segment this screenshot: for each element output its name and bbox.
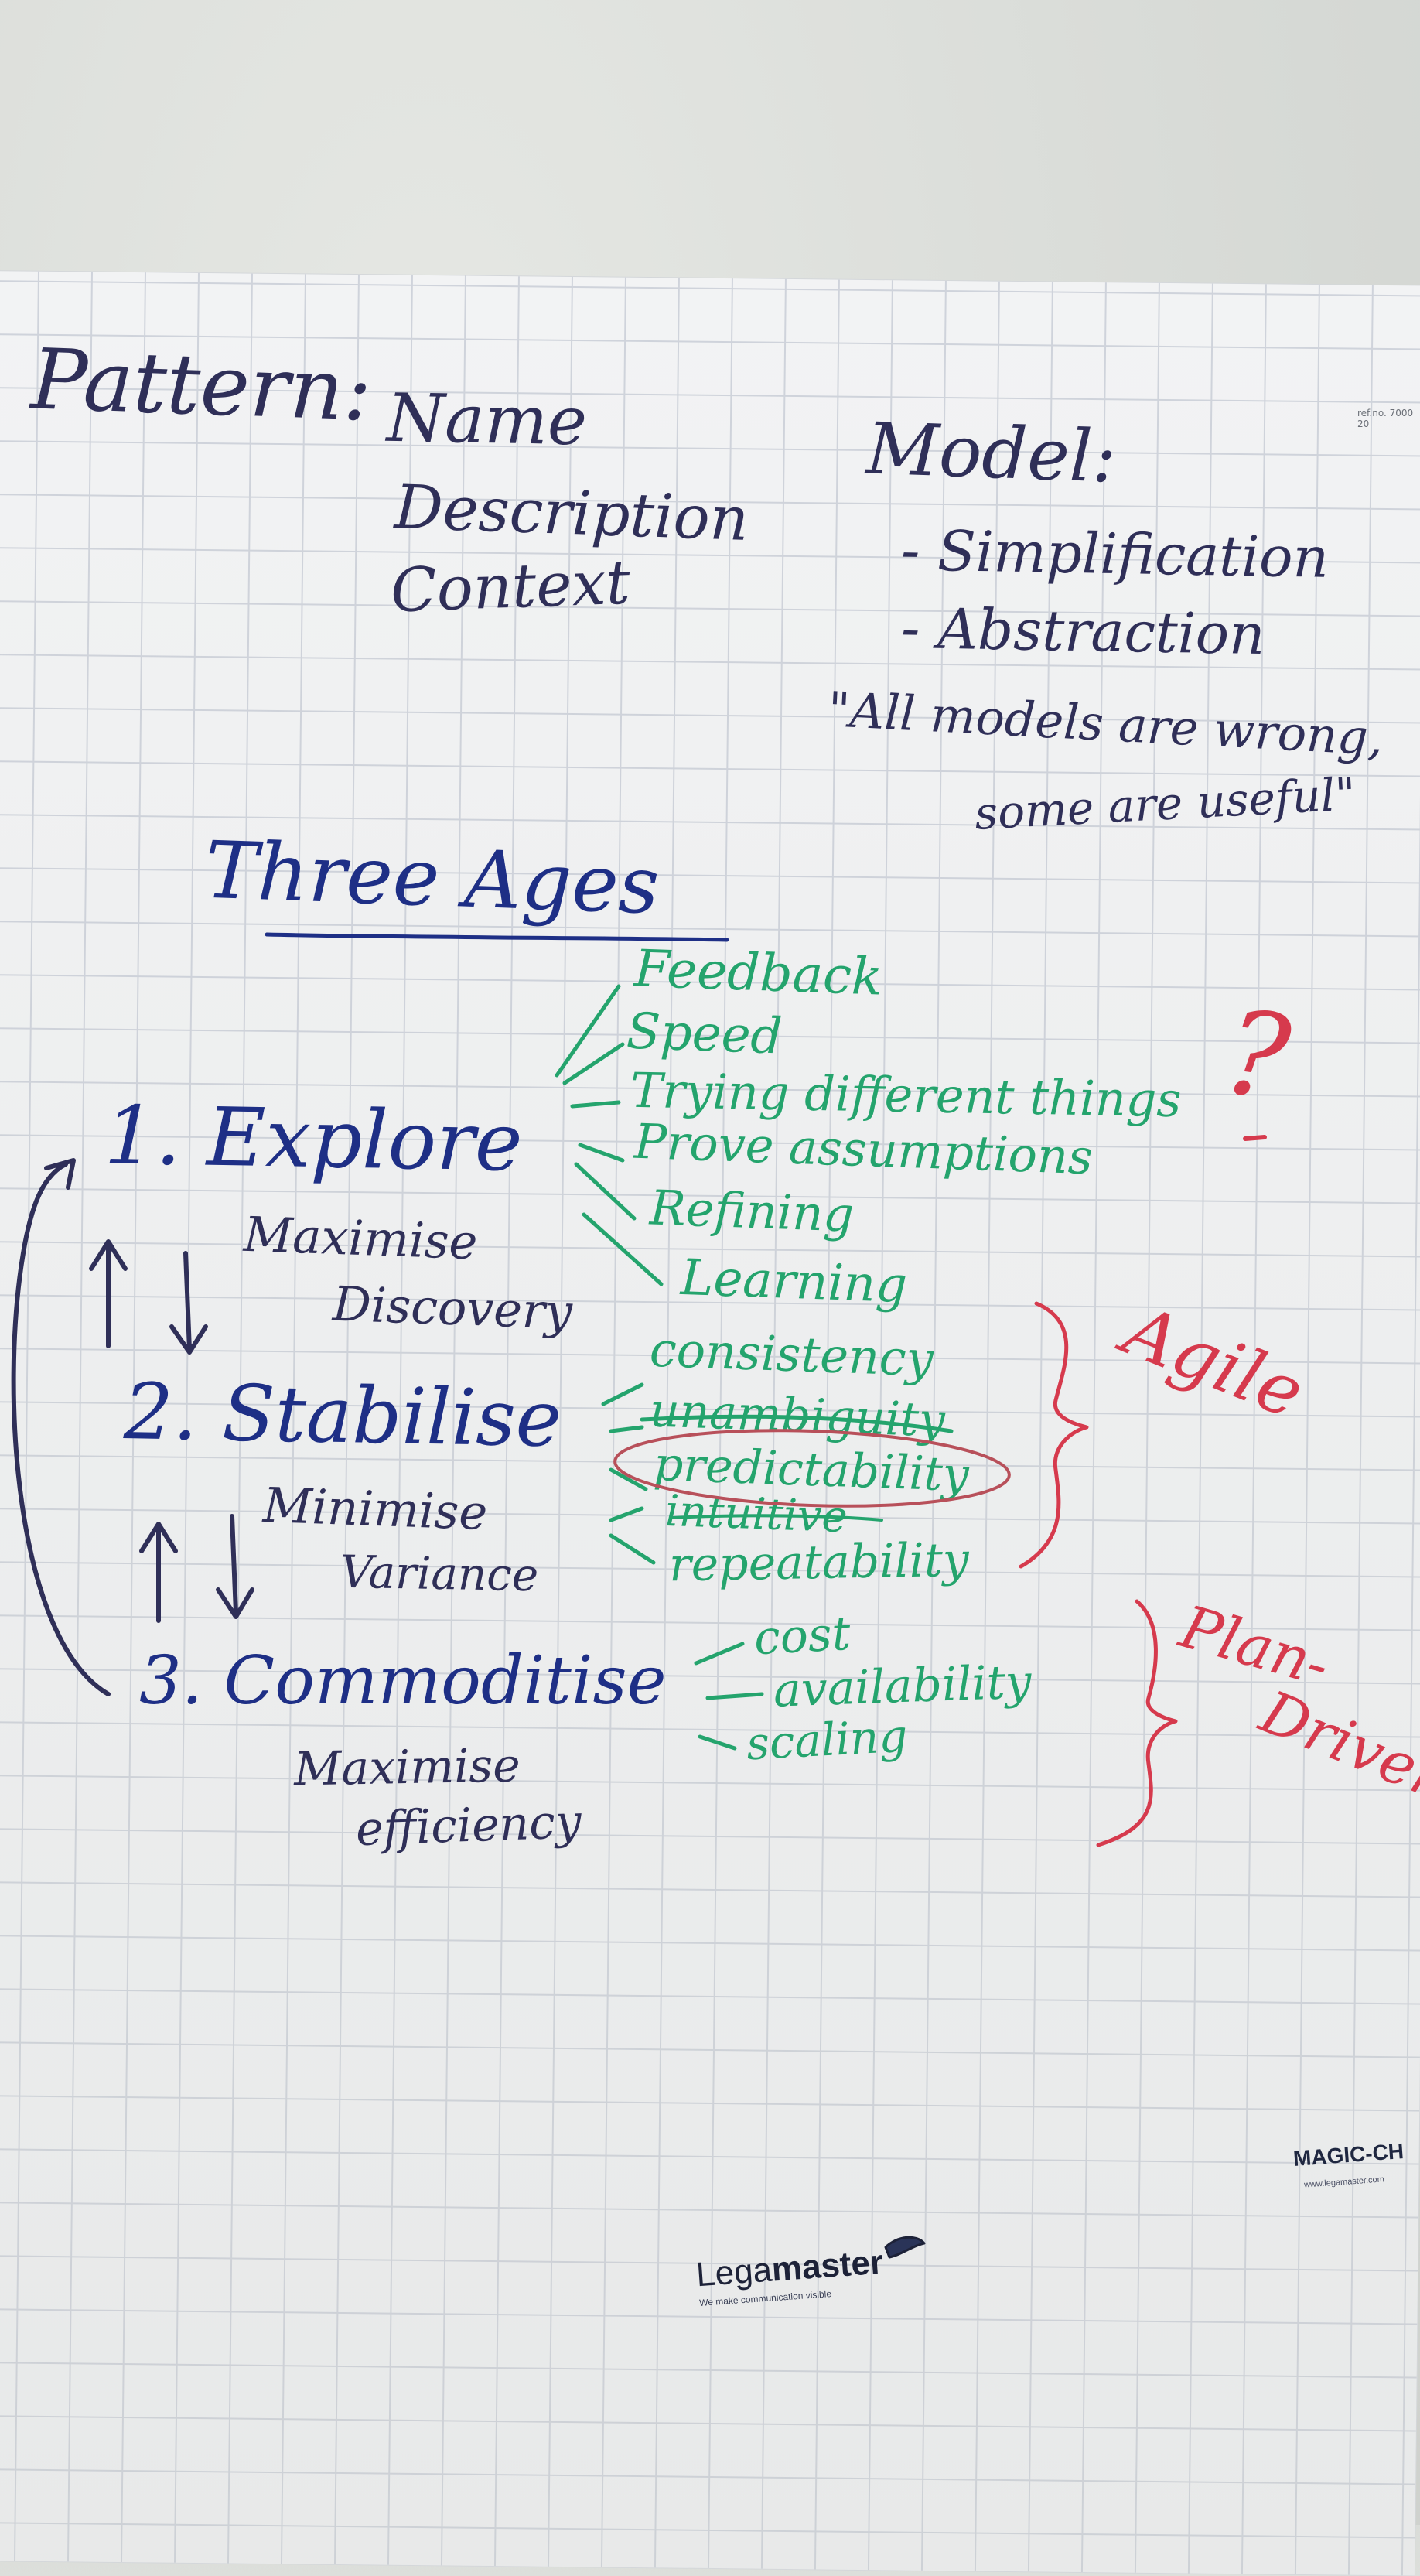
arrow-up-2: [139, 1522, 178, 1623]
stabilise-connector-2: [609, 1425, 644, 1433]
explore-connector-3: [570, 1100, 621, 1109]
legamaster-wordmark: Legamaster: [695, 2243, 885, 2295]
stabilise-connector-4: [609, 1506, 644, 1522]
arrow-down-2: [216, 1514, 254, 1619]
explore-connector-5: [574, 1162, 637, 1221]
question-dash: [1243, 1135, 1267, 1141]
logo-word-regular: Lega: [695, 2250, 773, 2294]
predictability-circle: [613, 1429, 1011, 1508]
title-underline: [265, 932, 729, 942]
explore-connector-6: [582, 1212, 664, 1286]
intuitive-strike: [671, 1514, 883, 1522]
explore-connector-2: [562, 1042, 625, 1085]
legamaster-logo: Legamaster We make communication visible: [695, 2243, 885, 2308]
stabilise-connector-3: [609, 1467, 648, 1491]
explore-connector-1: [555, 984, 621, 1078]
commoditise-connector-1: [694, 1642, 745, 1666]
logo-word-bold: master: [770, 2243, 885, 2289]
arrow-down-1: [169, 1251, 208, 1355]
cycle-arrowhead: [44, 1158, 76, 1190]
arrow-up-1: [89, 1239, 128, 1348]
logo-mark-icon: [884, 2236, 926, 2259]
explore-connector-4: [578, 1143, 625, 1163]
commoditise-connector-3: [698, 1734, 737, 1751]
agile-bracket: [1019, 1301, 1089, 1569]
unambiguity-strike: [640, 1414, 954, 1433]
commoditise-connector-2: [705, 1692, 764, 1700]
plan-driven-bracket: [1096, 1599, 1178, 1847]
stabilise-connector-5: [609, 1533, 656, 1565]
reference-number: ref.no. 7000 20: [1357, 408, 1414, 429]
stabilise-connector-1: [601, 1382, 644, 1406]
cycle-arc: [11, 1162, 111, 1696]
age-commoditise: 3. Commoditise: [139, 1642, 667, 1720]
